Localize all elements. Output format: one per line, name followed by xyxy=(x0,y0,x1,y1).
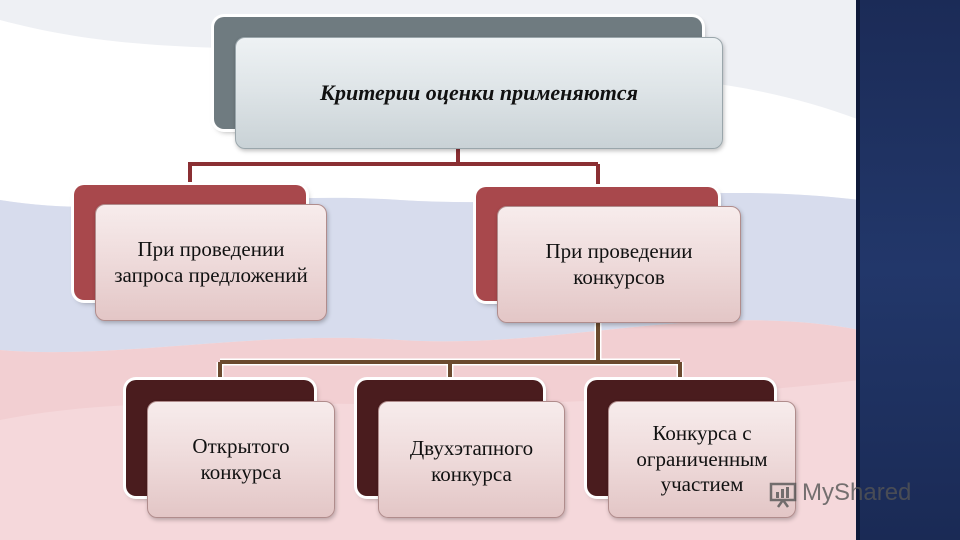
leaf-node-open-contest: Открытого конкурса xyxy=(147,401,335,518)
leaf-node-label: Двухэтапного конкурса xyxy=(409,436,534,486)
branch-node-label: При проведении конкурсов xyxy=(545,239,693,289)
watermark: MyShared xyxy=(768,478,911,508)
leaf-node-limited-participation-contest: Конкурса с ограниченным участием xyxy=(608,401,796,518)
branch-node-request-proposals: При проведении запроса предложений xyxy=(95,204,327,321)
branch-node-contests: При проведении конкурсов xyxy=(497,206,741,323)
root-node: Критерии оценки применяются xyxy=(235,37,723,149)
leaf-node-label: Открытого конкурса xyxy=(192,433,290,484)
watermark-text: MyShared xyxy=(802,479,912,506)
presentation-icon xyxy=(769,482,797,508)
branch-node-label: При проведении запроса предложений xyxy=(114,236,308,287)
leaf-node-label: Конкурса с ограниченным участием xyxy=(636,421,768,497)
side-decor-strip xyxy=(856,0,960,540)
leaf-node-two-stage-contest: Двухэтапного конкурса xyxy=(378,401,565,518)
root-node-label: Критерии оценки применяются xyxy=(320,79,638,105)
